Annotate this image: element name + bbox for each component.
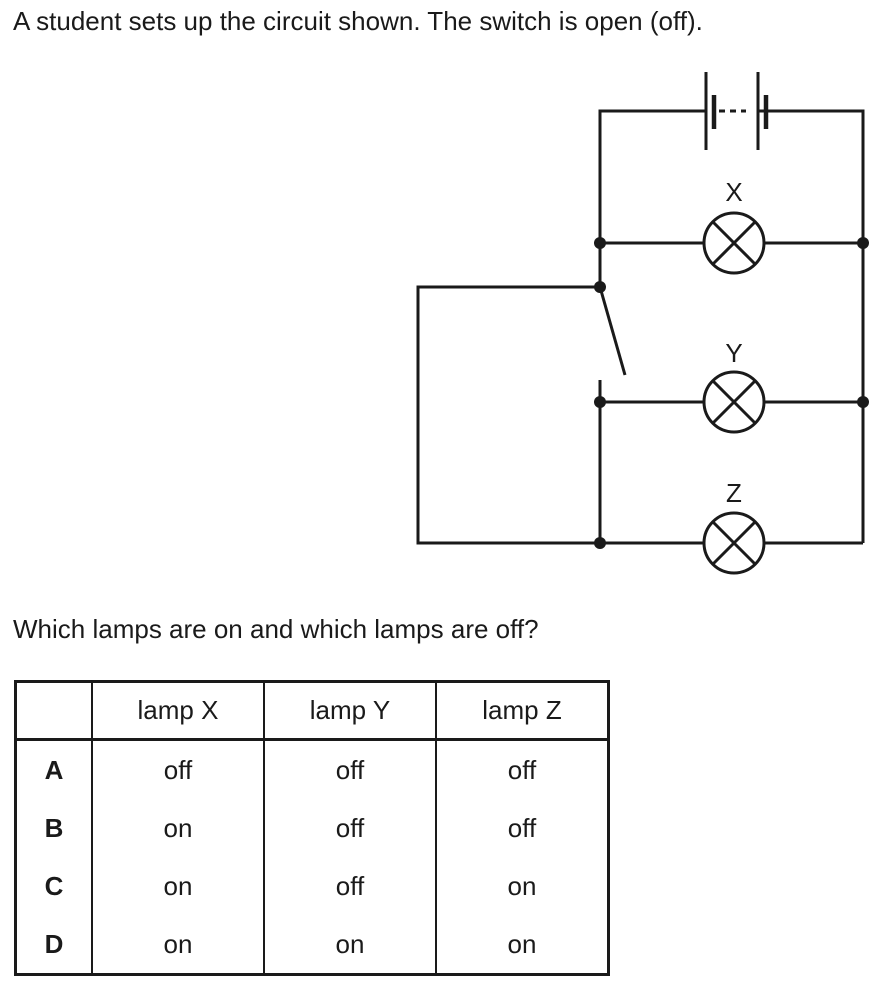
lamp-x-state: off — [91, 739, 264, 799]
option-key[interactable]: C — [44, 870, 64, 901]
top-wire-left — [598, 109, 706, 287]
lamp-x-icon — [702, 211, 766, 275]
junction-dot — [594, 281, 606, 293]
lamp-y-label: Y — [725, 338, 742, 368]
header-lamp-x: lamp X — [91, 681, 264, 741]
lamp-z-icon — [702, 511, 766, 575]
table-header-row: lamp X lamp Y lamp Z — [15, 681, 609, 741]
junction-dot — [857, 396, 869, 408]
junction-dot — [857, 237, 869, 249]
lamp-x-state: on — [91, 857, 264, 915]
lamp-y-state: on — [263, 915, 436, 975]
lamp-x-state: on — [91, 915, 264, 975]
battery-icon — [704, 72, 769, 150]
lamp-z-state: off — [435, 799, 609, 857]
intro-text: A student sets up the circuit shown. The… — [13, 6, 703, 36]
question-text: Which lamps are on and which lamps are o… — [13, 614, 539, 644]
option-key[interactable]: B — [44, 812, 64, 843]
option-key[interactable]: D — [44, 928, 64, 959]
lamp-y-state: off — [263, 857, 436, 915]
table-row[interactable]: B on off off — [16, 799, 609, 857]
junction-dot — [594, 396, 606, 408]
lamp-y-state: off — [263, 739, 436, 799]
option-key[interactable]: A — [44, 754, 64, 785]
short-circuit-wire — [416, 285, 600, 545]
lamp-y-state: off — [263, 799, 436, 857]
table-row[interactable]: C on off on — [16, 857, 609, 915]
answer-table: lamp X lamp Y lamp Z A off off off B on … — [14, 680, 610, 976]
table-row[interactable]: D on on on — [16, 915, 609, 975]
lamp-x-state: on — [91, 799, 264, 857]
switch-arm — [598, 286, 627, 376]
header-lamp-y: lamp Y — [263, 681, 436, 741]
lamp-x-label: X — [725, 177, 742, 207]
lamp-z-label: Z — [726, 478, 742, 508]
top-wire-right — [758, 109, 865, 543]
junction-dot — [594, 237, 606, 249]
junction-dots — [594, 237, 869, 549]
header-lamp-z: lamp Z — [435, 681, 609, 741]
junction-dot — [594, 537, 606, 549]
table-row[interactable]: A off off off — [16, 739, 609, 799]
header-blank — [15, 681, 92, 741]
circuit-diagram: X Y Z — [416, 72, 869, 575]
lamp-z-state: on — [435, 915, 609, 975]
lamp-z-state: on — [435, 857, 609, 915]
lamp-y-icon — [702, 370, 766, 434]
lamp-z-state: off — [435, 739, 609, 799]
